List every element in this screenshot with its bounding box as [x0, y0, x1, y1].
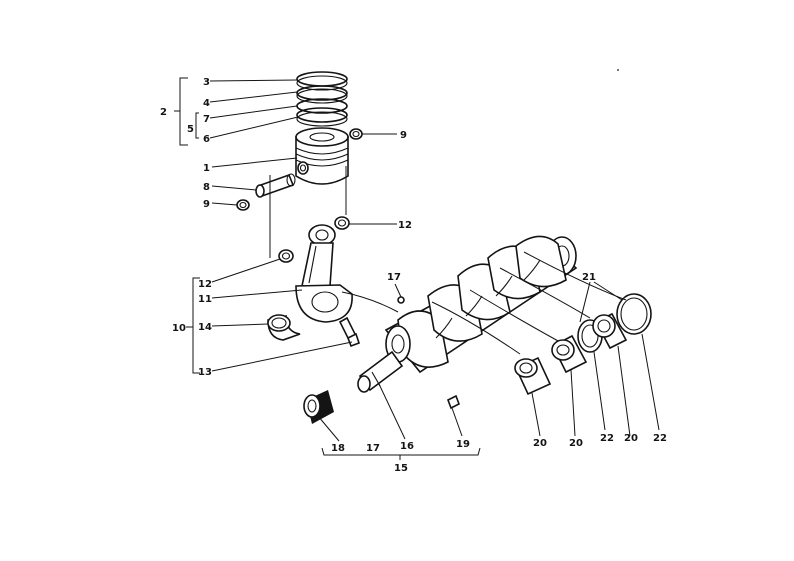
label-part-6: 6	[203, 134, 210, 145]
label-part-9-right: 9	[400, 130, 407, 141]
crankshaft	[357, 235, 578, 393]
oil-plug	[397, 296, 405, 304]
label-part-10: 10	[172, 323, 186, 334]
circlip-left	[236, 199, 250, 211]
leader-lines	[174, 77, 660, 460]
main-bearing-1	[514, 356, 552, 396]
label-part-7: 7	[203, 114, 210, 125]
circlip-right	[349, 128, 363, 140]
part-number-labels: 3 4 2 7 5 6 9 1 8 9 12 12 11 10 14 13 17…	[160, 77, 667, 474]
speck	[617, 69, 619, 71]
label-part-14: 14	[198, 322, 212, 333]
label-part-20-a: 20	[533, 438, 547, 449]
small-end-bushing-right	[334, 216, 350, 230]
label-part-21: 21	[582, 272, 596, 283]
label-part-12-right: 12	[398, 220, 412, 231]
label-part-17-top: 17	[387, 272, 401, 283]
label-part-12-left: 12	[198, 279, 212, 290]
label-part-1: 1	[203, 163, 210, 174]
piston-pin	[255, 173, 296, 198]
main-bearing-3	[592, 312, 628, 350]
piston-ring-stack	[296, 71, 348, 127]
woodruff-key-pin	[446, 394, 461, 410]
small-end-bushing-left	[278, 249, 294, 263]
label-part-13: 13	[198, 367, 212, 378]
label-part-11: 11	[198, 294, 212, 305]
label-part-16: 16	[400, 441, 414, 452]
label-part-20-c: 20	[624, 433, 638, 444]
thrust-washer-2	[616, 293, 652, 335]
label-part-4: 4	[203, 98, 210, 109]
main-bearing-2	[551, 334, 588, 374]
crank-gear	[303, 390, 334, 424]
label-part-19: 19	[456, 439, 470, 450]
label-part-15: 15	[394, 463, 408, 474]
rod-bolt	[338, 316, 361, 348]
label-part-9-left: 9	[203, 199, 210, 210]
label-part-22-b: 22	[653, 433, 667, 444]
label-part-2: 2	[160, 107, 167, 118]
label-part-22-a: 22	[600, 433, 614, 444]
label-part-3: 3	[203, 77, 210, 88]
label-part-18: 18	[331, 443, 345, 454]
label-part-17-bottom: 17	[366, 443, 380, 454]
rod-bearing-shell	[267, 314, 301, 341]
connecting-rod	[295, 224, 353, 323]
label-part-8: 8	[203, 182, 210, 193]
label-part-5: 5	[187, 124, 194, 135]
piston	[295, 127, 349, 185]
label-part-20-b: 20	[569, 438, 583, 449]
